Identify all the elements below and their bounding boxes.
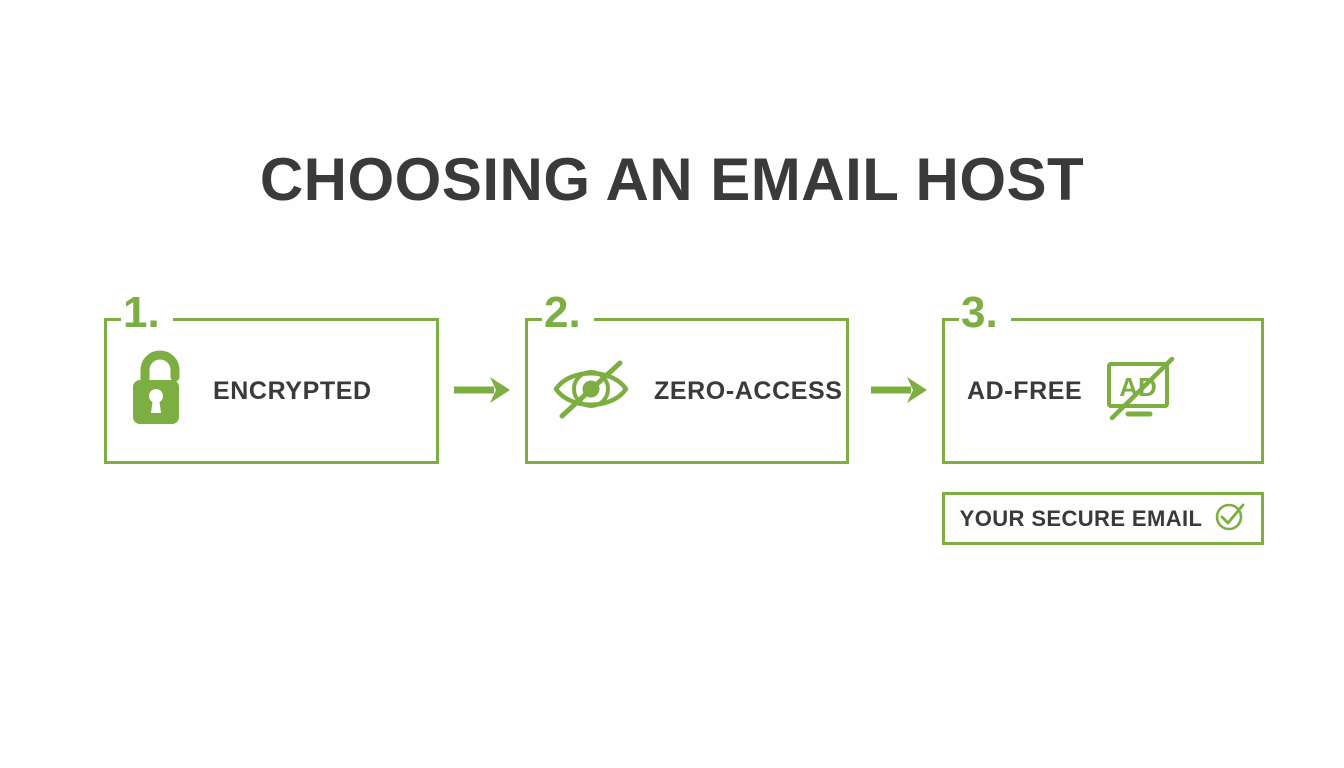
open-padlock-icon [129,350,191,433]
step-3-number: 3. [961,288,998,337]
step-2-label: ZERO-ACCESS [654,376,843,405]
step-2-number-mask [542,316,594,324]
result-banner-label: YOUR SECURE EMAIL [959,505,1203,531]
eye-slash-icon [550,358,632,425]
step-card-3[interactable]: 3. AD-FREE AD [942,291,1264,464]
step-1-label: ENCRYPTED [213,376,372,405]
step-3-content: AD-FREE AD [945,321,1261,461]
step-2-content: ZERO-ACCESS [528,321,846,461]
arrow-step1-to-step2 [452,370,514,410]
step-3-number-mask [959,316,1011,324]
no-ads-monitor-icon: AD [1104,356,1178,427]
result-banner[interactable]: YOUR SECURE EMAIL [942,492,1264,545]
check-circle-icon [1214,500,1246,537]
step-card-1[interactable]: 1. ENCRYPTED [104,291,439,464]
steps-row: 1. ENCRYPTED [104,291,1264,464]
page-title: CHOOSING AN EMAIL HOST [259,146,1085,213]
arrow-step2-to-step3 [869,370,931,410]
step-3-label: AD-FREE [967,376,1083,405]
step-card-2[interactable]: 2. ZERO-ACCESS [525,291,849,464]
step-1-content: ENCRYPTED [107,321,436,461]
step-2-number: 2. [544,288,581,337]
step-1-number-mask [121,316,173,324]
step-1-number: 1. [123,288,160,337]
